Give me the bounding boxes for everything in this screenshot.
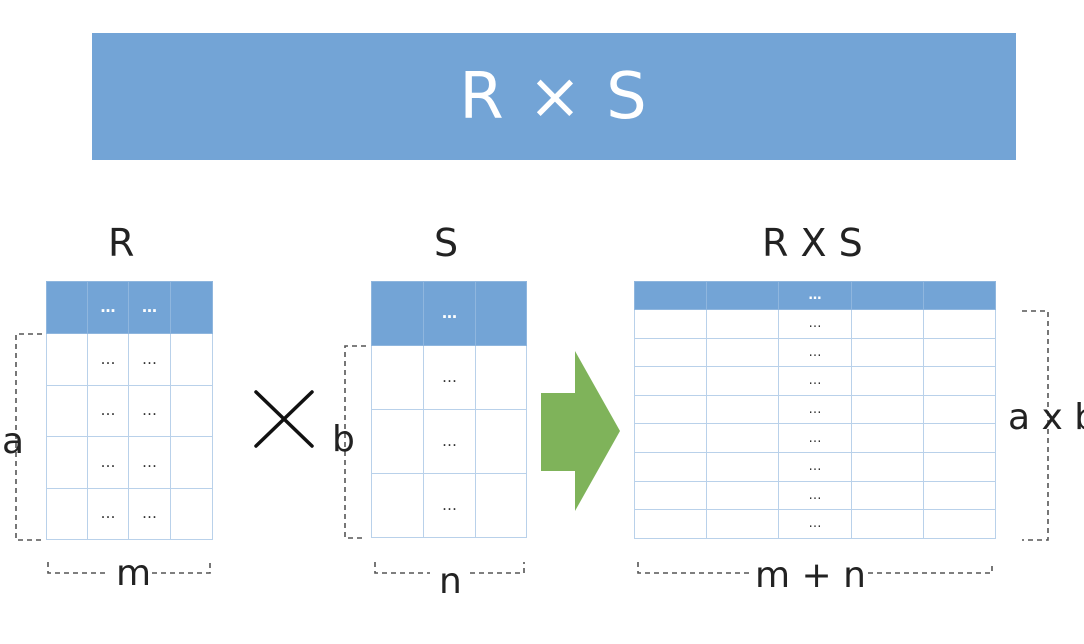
table-header-row: …	[634, 281, 996, 310]
table-cell	[851, 394, 924, 425]
table-row: ……	[46, 487, 213, 540]
table-cell: …	[128, 333, 171, 386]
table-cell	[46, 384, 88, 437]
header-cell	[475, 281, 527, 346]
table-cell	[634, 309, 707, 339]
table-cell: …	[128, 487, 171, 540]
table-cell	[851, 509, 924, 539]
rs-width-label: m + n	[755, 555, 866, 596]
header-cell: …	[423, 281, 476, 346]
table-row: …	[634, 509, 996, 539]
table-s-label: S	[434, 221, 459, 265]
table-row: …	[371, 409, 527, 474]
table-cell	[851, 337, 924, 368]
table-row: ……	[46, 384, 213, 437]
table-header-row: ……	[46, 281, 213, 334]
multiply-icon	[254, 390, 314, 448]
page-title: R × S	[459, 59, 649, 134]
table-cell: …	[423, 345, 476, 410]
table-rs: ………………………	[634, 281, 996, 539]
s-width-label: n	[439, 561, 462, 602]
table-cell	[851, 309, 924, 339]
rs-width-brace	[637, 562, 993, 574]
table-row: …	[634, 394, 996, 425]
table-row: …	[634, 451, 996, 482]
table-row: …	[634, 366, 996, 396]
table-cell	[706, 480, 779, 511]
table-cell: …	[87, 384, 129, 437]
title-banner: R × S	[92, 33, 1016, 160]
table-cell: …	[778, 366, 852, 396]
table-cell: …	[423, 409, 476, 474]
table-cell	[923, 337, 996, 368]
table-row: …	[634, 337, 996, 368]
r-width-label: m	[116, 553, 152, 594]
table-cell	[923, 394, 996, 425]
table-cell	[706, 366, 779, 396]
table-cell	[706, 423, 779, 453]
table-r-label: R	[108, 221, 135, 265]
table-cell: …	[778, 451, 852, 482]
rs-height-brace	[1022, 310, 1049, 541]
table-cell	[634, 366, 707, 396]
table-cell	[475, 473, 527, 538]
table-r: …………………………	[46, 281, 213, 540]
table-cell: …	[778, 509, 852, 539]
table-s: …………	[371, 281, 527, 538]
table-cell	[923, 423, 996, 453]
table-cell	[634, 451, 707, 482]
table-cell: …	[87, 333, 129, 386]
table-header-row: …	[371, 281, 527, 346]
header-cell	[634, 281, 707, 310]
table-cell: …	[87, 436, 129, 489]
table-cell: …	[778, 423, 852, 453]
table-row: ……	[46, 333, 213, 386]
table-rs-label: R X S	[762, 221, 863, 265]
s-width-brace	[374, 562, 525, 574]
table-cell	[923, 509, 996, 539]
table-cell	[923, 451, 996, 482]
r-height-label: a	[2, 421, 25, 462]
r-height-brace	[15, 333, 42, 541]
table-cell: …	[87, 487, 129, 540]
table-cell	[475, 409, 527, 474]
header-cell: …	[87, 281, 129, 334]
header-cell	[851, 281, 924, 310]
table-cell	[170, 436, 213, 489]
s-height-brace	[344, 345, 366, 539]
table-row: …	[371, 345, 527, 410]
table-cell: …	[128, 436, 171, 489]
header-cell	[923, 281, 996, 310]
table-cell	[706, 309, 779, 339]
right-arrow-icon	[541, 351, 620, 511]
table-cell	[170, 487, 213, 540]
table-row: ……	[46, 436, 213, 489]
table-cell	[923, 366, 996, 396]
s-height-label: b	[332, 419, 355, 460]
table-cell	[46, 487, 88, 540]
r-width-brace	[47, 562, 211, 574]
header-cell	[46, 281, 88, 334]
table-row: …	[371, 473, 527, 538]
header-cell: …	[128, 281, 171, 334]
table-cell	[371, 473, 424, 538]
header-cell	[170, 281, 213, 334]
header-cell: …	[778, 281, 852, 310]
rs-height-label: a x b	[1008, 397, 1084, 438]
table-cell: …	[128, 384, 171, 437]
table-cell	[170, 384, 213, 437]
header-cell	[706, 281, 779, 310]
table-cell: …	[423, 473, 476, 538]
table-cell	[706, 451, 779, 482]
